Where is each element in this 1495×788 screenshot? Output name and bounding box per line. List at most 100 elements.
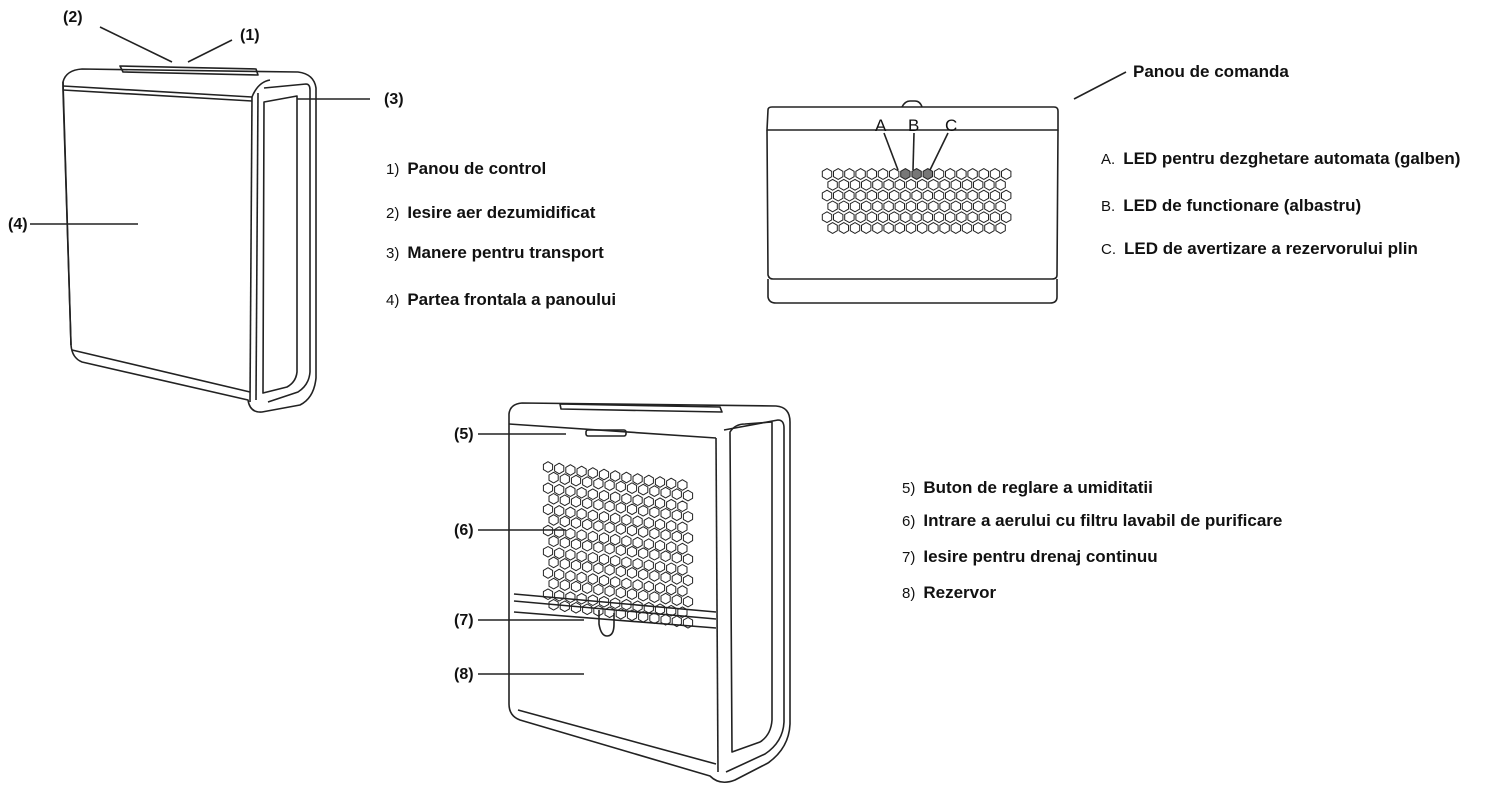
intake-hole bbox=[682, 489, 694, 502]
callout-2: (2) bbox=[63, 9, 83, 26]
vent-hole bbox=[872, 200, 883, 213]
vent-hole bbox=[889, 211, 900, 224]
intake-hole bbox=[582, 539, 593, 552]
intake-hole bbox=[666, 604, 677, 617]
intake-hole bbox=[626, 545, 638, 558]
intake-hole bbox=[638, 483, 649, 496]
callout-7: (7) bbox=[454, 612, 474, 629]
intake-hole bbox=[643, 517, 654, 529]
intake-hole bbox=[570, 580, 582, 593]
legend-item-1: 1)Panou de control bbox=[386, 159, 547, 178]
intake-hole bbox=[554, 568, 565, 581]
vent-hole bbox=[900, 211, 911, 224]
intake-hole bbox=[649, 548, 660, 561]
vent-hole bbox=[877, 168, 889, 180]
vent-hole bbox=[961, 222, 973, 234]
intake-hole bbox=[570, 559, 582, 572]
vent-hole bbox=[939, 178, 950, 191]
vent-hole bbox=[995, 200, 1006, 213]
intake-hole bbox=[660, 614, 671, 626]
intake-hole bbox=[548, 514, 559, 526]
intake-hole bbox=[632, 558, 643, 570]
intake-hole bbox=[615, 523, 626, 535]
intake-hole bbox=[626, 524, 638, 537]
legend-item-8: 8)Rezervor bbox=[902, 583, 997, 602]
led-indicator bbox=[911, 168, 922, 180]
intake-hole bbox=[554, 483, 565, 496]
intake-hole bbox=[565, 506, 576, 519]
vent-hole bbox=[917, 222, 928, 234]
intake-hole bbox=[682, 532, 694, 544]
intake-hole bbox=[682, 553, 694, 565]
intake-hole bbox=[598, 595, 610, 608]
intake-hole bbox=[638, 526, 649, 538]
intake-hole bbox=[559, 536, 570, 549]
intake-hole bbox=[554, 547, 565, 560]
intake-hole bbox=[582, 582, 593, 594]
intake-hole bbox=[632, 473, 643, 485]
intake-hole bbox=[548, 599, 559, 611]
intake-hole bbox=[598, 511, 610, 523]
led-legend-a: A.LED pentru dezghetare automata (galben… bbox=[1101, 149, 1461, 168]
intake-hole bbox=[677, 521, 688, 534]
vent-hole bbox=[827, 200, 838, 213]
led-indicator bbox=[900, 168, 911, 180]
intake-hole bbox=[632, 600, 643, 612]
intake-hole bbox=[570, 474, 582, 487]
vent-hole bbox=[950, 178, 961, 191]
intake-hole bbox=[626, 588, 638, 600]
intake-hole bbox=[610, 470, 621, 482]
intake-hole bbox=[610, 491, 621, 503]
intake-hole bbox=[671, 488, 682, 500]
vent-hole bbox=[945, 189, 956, 202]
vent-hole bbox=[973, 200, 984, 213]
intake-hole bbox=[666, 583, 677, 596]
vent-hole bbox=[821, 168, 833, 180]
vent-hole bbox=[1001, 168, 1012, 180]
vent-hole bbox=[833, 211, 844, 224]
intake-hole bbox=[649, 527, 660, 540]
legend-item-4: 4)Partea frontala a panoului bbox=[386, 290, 617, 309]
intake-hole bbox=[593, 499, 604, 511]
vent-hole bbox=[945, 211, 956, 224]
intake-hole bbox=[587, 573, 598, 585]
intake-hole bbox=[682, 595, 694, 608]
vent-hole bbox=[821, 189, 833, 202]
vent-hole bbox=[894, 200, 905, 213]
vent-hole bbox=[989, 189, 1001, 202]
vent-hole bbox=[984, 222, 995, 234]
callout-3: (3) bbox=[384, 91, 404, 108]
intake-hole bbox=[576, 486, 587, 499]
intake-hole bbox=[621, 598, 632, 611]
intake-hole bbox=[621, 556, 632, 569]
intake-hole bbox=[610, 555, 621, 567]
intake-hole bbox=[649, 506, 660, 519]
vent-hole bbox=[945, 168, 956, 180]
vent-hole bbox=[877, 189, 889, 202]
intake-hole bbox=[666, 477, 677, 490]
callout-8: (8) bbox=[454, 666, 474, 683]
led-letter-a: A bbox=[875, 116, 887, 135]
intake-hole bbox=[587, 509, 598, 522]
vent-hole bbox=[995, 222, 1006, 234]
legend-item-3: 3)Manere pentru transport bbox=[386, 243, 604, 262]
vent-hole bbox=[861, 222, 872, 234]
intake-hole bbox=[615, 608, 626, 620]
vent-hole bbox=[928, 178, 939, 191]
callout-5: (5) bbox=[454, 426, 474, 443]
vent-hole bbox=[889, 168, 900, 180]
intake-hole bbox=[671, 615, 682, 628]
vent-hole bbox=[939, 222, 950, 234]
intake-hole bbox=[654, 539, 666, 552]
intake-hole bbox=[598, 553, 610, 566]
vent-hole bbox=[989, 168, 1001, 180]
vent-hole bbox=[961, 200, 973, 213]
intake-hole bbox=[660, 529, 671, 541]
intake-hole bbox=[677, 585, 688, 597]
intake-hole bbox=[638, 568, 649, 581]
vent-hole bbox=[838, 200, 849, 213]
intake-hole bbox=[610, 597, 621, 609]
vent-hole bbox=[866, 168, 877, 180]
intake-hole bbox=[548, 535, 559, 547]
